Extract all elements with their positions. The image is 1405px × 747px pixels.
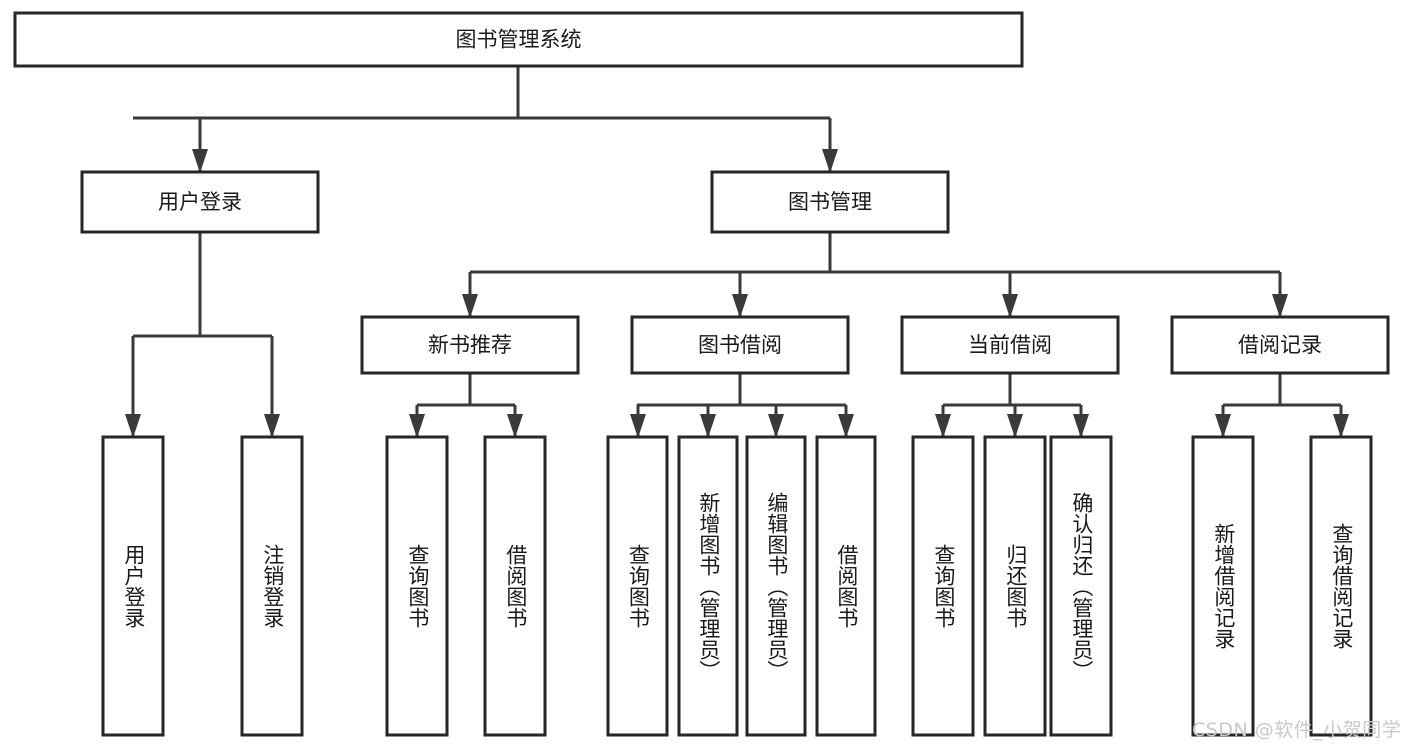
node-box-root[interactable] [13,11,1024,68]
node-box-leaf-confirm-return-admin[interactable] [1049,435,1113,737]
edge-current-borrow-to-leaf-return-book [1007,405,1023,438]
node-label-root: 图书管理系统 [456,28,582,52]
node-box-leaf-borrow-query-book[interactable] [606,435,669,737]
edge-book-borrow-to-leaf-add-book-admin [700,405,716,438]
edge-book-manage-to-current-borrow [1002,272,1018,318]
node-box-leaf-query-borrow-record[interactable] [1309,435,1373,737]
connector-group-bus-root [133,66,830,120]
nodes-layer [13,11,1390,737]
edge-arrow-icon [630,414,646,438]
edge-book-borrow-to-leaf-borrow-book [838,405,854,438]
connector-group-bus-current-borrow [943,373,1081,407]
node-label-borrow-record: 借阅记录 [1238,333,1322,357]
node-box-leaf-add-borrow-record[interactable] [1191,435,1255,737]
edge-arrow-icon [462,294,478,318]
edge-arrow-icon [125,414,141,438]
edge-arrow-icon [700,414,716,438]
edge-arrow-icon [732,294,748,318]
node-label-new-book-rec: 新书推荐 [428,333,512,357]
node-box-leaf-add-book-admin[interactable] [677,435,739,737]
node-box-leaf-rec-borrow-book[interactable] [483,435,547,737]
connector-group-bus-book-borrow [637,373,846,407]
connector-group-bus-borrow-record [1223,373,1341,407]
edge-arrow-icon [935,414,951,438]
edge-arrow-icon [264,414,280,438]
edge-arrow-icon [838,414,854,438]
edge-current-borrow-to-leaf-confirm-return-admin [1073,405,1089,438]
edge-book-borrow-to-leaf-borrow-query-book [630,405,646,438]
node-box-new-book-rec[interactable] [360,315,580,375]
node-label-user-login: 用户登录 [158,190,242,214]
edge-arrow-icon [768,414,784,438]
edge-user-login-to-leaf-user-login [125,336,141,438]
edge-arrow-icon [409,414,425,438]
node-box-leaf-rec-query-book[interactable] [385,435,449,737]
edge-root-to-book-manage [822,118,838,173]
node-box-leaf-borrow-book[interactable] [815,435,877,737]
edge-new-book-rec-to-leaf-rec-query-book [409,405,425,438]
node-box-borrow-record[interactable] [1170,315,1390,375]
edge-root-to-user-login [192,118,208,173]
edge-book-borrow-to-leaf-edit-book-admin [768,405,784,438]
node-label-book-manage: 图书管理 [788,190,872,214]
node-box-user-login[interactable] [80,170,320,234]
node-box-leaf-user-login[interactable] [101,435,165,737]
edge-book-manage-to-borrow-record [1272,272,1288,318]
csdn-watermark: CSDN @软件_小贺同学 [1192,719,1402,741]
node-box-leaf-edit-book-admin[interactable] [745,435,807,737]
edge-arrow-icon [1272,294,1288,318]
edge-arrow-icon [1215,414,1231,438]
edges-layer [125,66,1349,438]
node-box-leaf-return-book[interactable] [983,435,1047,737]
edge-arrow-icon [1007,414,1023,438]
edge-arrow-icon [1333,414,1349,438]
edge-arrow-icon [822,149,838,173]
node-box-leaf-cur-query-book[interactable] [911,435,975,737]
node-box-book-manage[interactable] [710,170,950,234]
node-label-book-borrow: 图书借阅 [698,333,782,357]
edge-borrow-record-to-leaf-add-borrow-record [1215,405,1231,438]
edge-book-manage-to-book-borrow [732,272,748,318]
edge-arrow-icon [1073,414,1089,438]
connector-group-bus-user-login [133,232,272,338]
node-box-book-borrow[interactable] [630,315,850,375]
edge-book-manage-to-new-book-rec [462,272,478,318]
edge-arrow-icon [507,414,523,438]
edge-arrow-icon [1002,294,1018,318]
edge-user-login-to-leaf-logout [264,336,280,438]
connector-group-bus-new-book-rec [417,373,515,407]
node-label-current-borrow: 当前借阅 [968,333,1052,357]
edge-current-borrow-to-leaf-cur-query-book [935,405,951,438]
edge-borrow-record-to-leaf-query-borrow-record [1333,405,1349,438]
edge-new-book-rec-to-leaf-rec-borrow-book [507,405,523,438]
edge-arrow-icon [192,149,208,173]
node-box-leaf-logout[interactable] [240,435,304,737]
connector-group-bus-book-manage [470,232,1280,274]
node-box-current-borrow[interactable] [900,315,1120,375]
